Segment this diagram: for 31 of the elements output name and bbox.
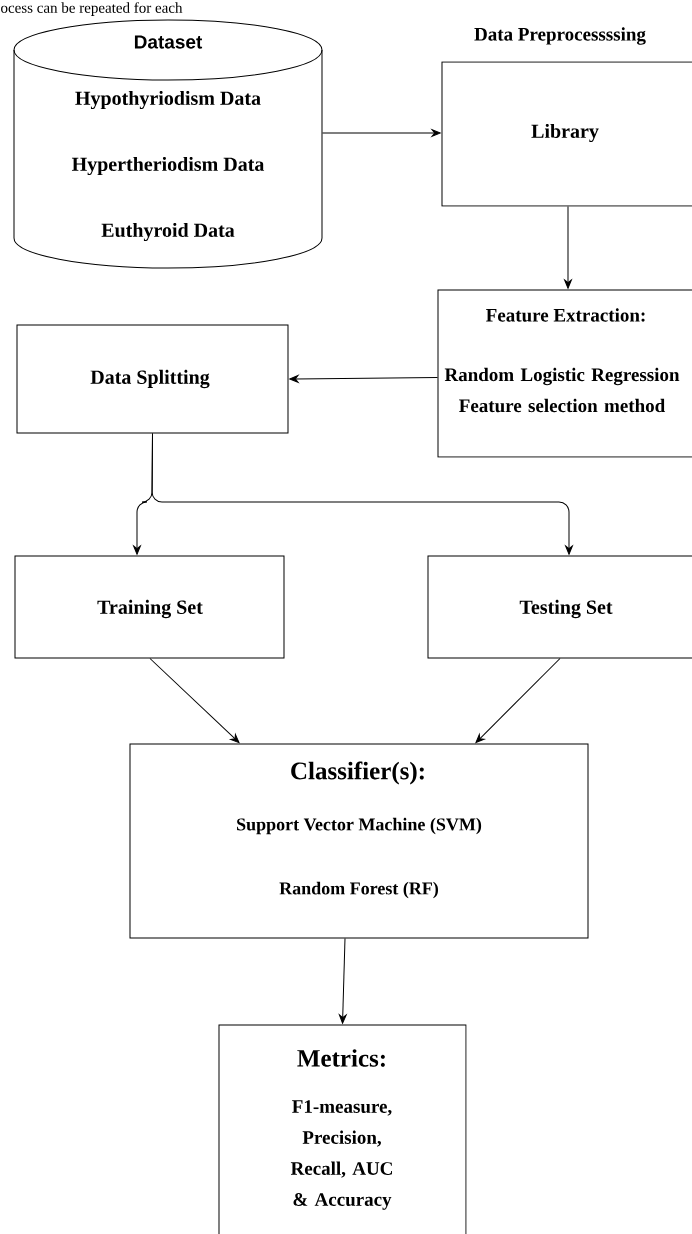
node-text: F1-measure, Precision, Recall, AUC & Accuracy	[290, 1100, 392, 1210]
arrow	[149, 658, 240, 744]
node-text: Euthyroid Data	[101, 222, 235, 242]
arrow	[564, 206, 572, 289]
node-heading: Feature Extraction:	[486, 308, 645, 322]
arrow	[151, 433, 573, 555]
node-text: Random Forest (RF)	[279, 881, 438, 899]
node-text: Hypothyriodism Data	[75, 90, 261, 110]
node-text: Hypertheriodism Data	[71, 156, 265, 176]
node-text: Data Splitting	[90, 369, 210, 389]
node-heading: Data Preprocessssing	[474, 27, 646, 45]
node-text: Library	[531, 123, 599, 143]
process-box	[441, 61, 692, 207]
arrow	[475, 658, 561, 744]
node-text: Support Vector Machine (SVM)	[237, 817, 482, 835]
process-box	[437, 289, 692, 458]
process-box	[129, 743, 589, 939]
process-box	[14, 555, 285, 659]
node-text: Testing Set	[519, 599, 613, 619]
arrow	[322, 129, 441, 137]
node-text: Random Logistic Regression Feature selection method	[444, 367, 680, 413]
arrow	[338, 938, 347, 1024]
process-box	[218, 1024, 467, 1234]
process-box	[16, 324, 289, 434]
cylinder-heading: Dataset	[134, 35, 203, 49]
node-text: Training Set	[97, 599, 203, 619]
node-heading: Metrics:	[297, 1049, 385, 1067]
process-box	[427, 555, 692, 659]
node-heading: Classifier(s):	[291, 761, 424, 785]
arrow	[289, 375, 438, 383]
database-cylinder	[13, 19, 323, 269]
